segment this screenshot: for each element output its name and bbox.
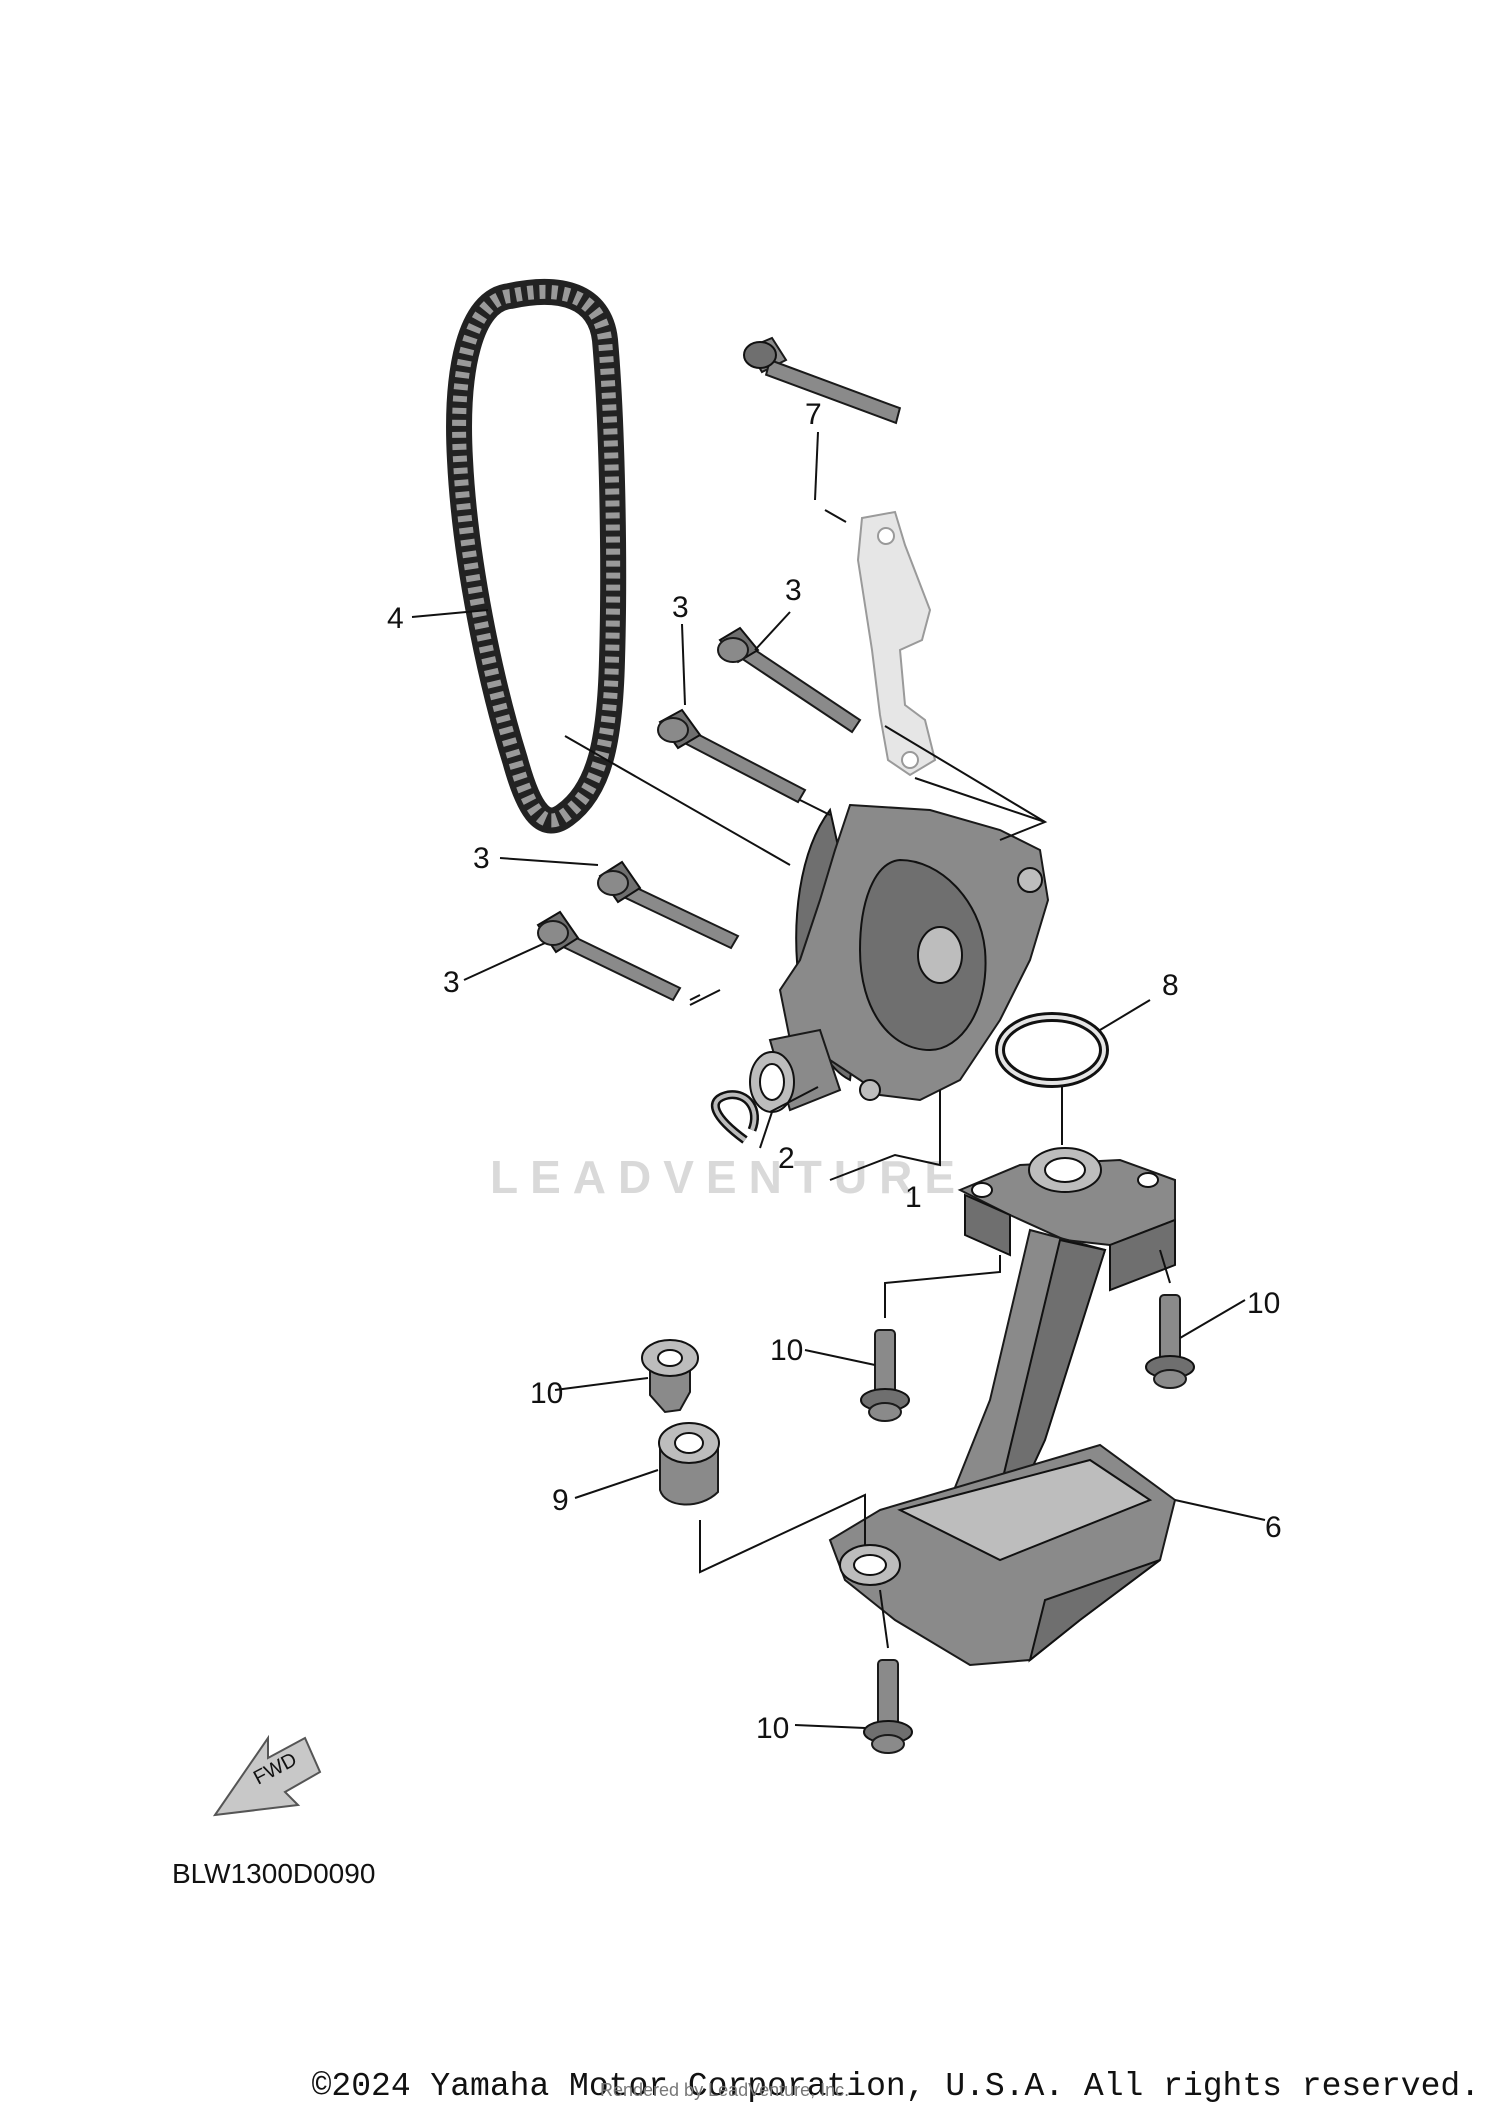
watermark-text: LEADVENTURE	[490, 1151, 967, 1203]
callout-6: 6	[1265, 1511, 1282, 1544]
bolt-part-3-second[interactable]	[657, 708, 807, 804]
callout-3-second: 3	[672, 591, 689, 624]
o-ring-part-7[interactable]	[995, 1012, 1109, 1088]
callout-9: 10	[530, 1377, 563, 1410]
collar-part-9[interactable]	[641, 1339, 699, 1414]
chain-part-4[interactable]	[446, 278, 627, 834]
bolt-part-10-right[interactable]	[1145, 1294, 1195, 1389]
copyright-notice: ©2024 Yamaha Motor Corporation, U.S.A. A…	[311, 2068, 1480, 2105]
callout-8: 9	[552, 1484, 569, 1517]
callout-10-right: 10	[1247, 1287, 1280, 1320]
callout-1: 1	[905, 1181, 922, 1214]
circlip-part-2[interactable]	[710, 1090, 759, 1144]
grommet-part-8[interactable]	[658, 1422, 720, 1506]
bolt-part-10-left[interactable]	[860, 1329, 910, 1422]
bolt-part-3-lower[interactable]	[536, 910, 682, 1002]
bolt-part-5[interactable]	[743, 327, 905, 456]
callout-10-bottom: 10	[756, 1712, 789, 1745]
callout-3-lower: 3	[443, 966, 460, 999]
bolt-5-leader	[824, 509, 847, 523]
assembly-lines	[564, 725, 1171, 1649]
callout-7: 8	[1162, 969, 1179, 1002]
bolt-part-3-upper[interactable]	[717, 626, 862, 734]
bolt-part-10-bottom[interactable]	[863, 1659, 913, 1754]
bracket	[856, 510, 937, 777]
callout-4: 4	[387, 602, 404, 635]
callout-10-left: 10	[770, 1334, 803, 1367]
callout-3-third: 3	[473, 842, 490, 875]
strainer-part-6[interactable]	[828, 1147, 1177, 1667]
callout-3-upper: 3	[785, 574, 802, 607]
diagram-code: BLW1300D0090	[172, 1858, 375, 1889]
callout-2: 2	[778, 1142, 795, 1175]
oil-pump-part-1[interactable]	[749, 803, 1050, 1113]
forward-direction-arrow: FWD	[212, 1734, 322, 1817]
rendered-by-credit: Rendered by LeadVenture, Inc.	[600, 2080, 850, 2100]
callout-5: 7	[805, 398, 822, 431]
callout-leaders	[411, 431, 1266, 1729]
bolt-part-3-third[interactable]	[597, 860, 740, 950]
